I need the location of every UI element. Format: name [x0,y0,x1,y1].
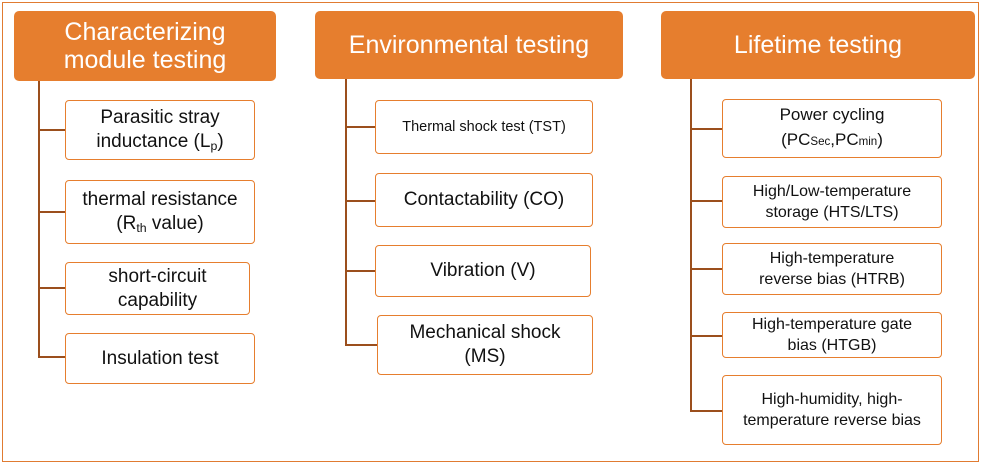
node-htrb-line1: High-temperature [769,250,895,267]
connector-branch [345,200,376,202]
node-parasitic-inductance: Parasitic stray inductance (Lp) [65,100,255,160]
header-lifetime-label: Lifetime testing [733,31,903,59]
node-vibration: Vibration (V) [375,245,591,297]
node-contactability: Contactability (CO) [375,173,593,227]
node-short-line1: short-circuit [108,265,207,287]
connector-branch [38,129,66,131]
node-vibration-label: Vibration (V) [430,260,536,281]
node-htgb: High-temperature gate bias (HTGB) [722,312,942,358]
header-characterizing-line1: Characterizing [64,18,226,46]
node-htrb-line2: reverse bias (HTRB) [759,271,905,288]
node-h3-line1: High-humidity, high- [761,391,903,408]
node-hts-line1: High/Low-temperature [752,183,912,200]
connector-branch [38,356,66,358]
node-short-line2: capability [117,289,198,311]
connector-branch [690,128,723,130]
node-power-line1: Power cycling [779,105,885,124]
connector-branch [690,335,723,337]
node-hts-line2: storage (HTS/LTS) [765,204,899,221]
header-lifetime: Lifetime testing [661,11,975,79]
node-thermal-resistance: thermal resistance (Rth value) [65,180,255,244]
header-environmental-label: Environmental testing [348,31,590,59]
connector-branch [345,344,378,346]
connector-branch [690,410,723,412]
connector-branch [690,268,723,270]
connector-trunk-environmental [345,79,347,346]
connector-trunk-lifetime [690,79,692,411]
node-contactability-label: Contactability (CO) [403,189,565,210]
node-htgb-line2: bias (HTGB) [787,337,877,354]
node-mech-line1: Mechanical shock [409,322,561,343]
node-parasitic-line2: inductance (Lp) [96,131,224,154]
connector-branch [38,287,66,289]
node-insulation-label: Insulation test [101,347,219,369]
node-h3trb: High-humidity, high- temperature reverse… [722,375,942,445]
node-thermal-shock: Thermal shock test (TST) [375,100,593,154]
header-characterizing-line2: module testing [63,46,227,74]
node-thermal-line2: (Rth value) [116,213,204,236]
node-mechanical-shock: Mechanical shock (MS) [377,315,593,375]
header-environmental: Environmental testing [315,11,623,79]
connector-branch [345,270,376,272]
node-htrb: High-temperature reverse bias (HTRB) [722,243,942,295]
node-thermal-shock-label: Thermal shock test (TST) [402,119,566,135]
node-power-cycling: Power cycling (PCSec,PCmin) [722,99,942,158]
node-mech-line2: (MS) [464,346,506,367]
node-short-circuit: short-circuit capability [65,262,250,315]
connector-branch [345,126,376,128]
node-insulation-test: Insulation test [65,333,255,384]
header-characterizing: Characterizing module testing [14,11,276,81]
node-parasitic-line1: Parasitic stray [100,107,220,128]
node-h3-line2: temperature reverse bias [743,412,921,429]
node-power-line2: (PCSec,PCmin) [781,130,883,149]
connector-branch [38,211,66,213]
node-hts-lts: High/Low-temperature storage (HTS/LTS) [722,176,942,228]
node-htgb-line1: High-temperature gate [751,316,913,333]
connector-branch [690,200,723,202]
node-thermal-line1: thermal resistance [82,189,238,210]
connector-trunk-characterizing [38,81,40,358]
